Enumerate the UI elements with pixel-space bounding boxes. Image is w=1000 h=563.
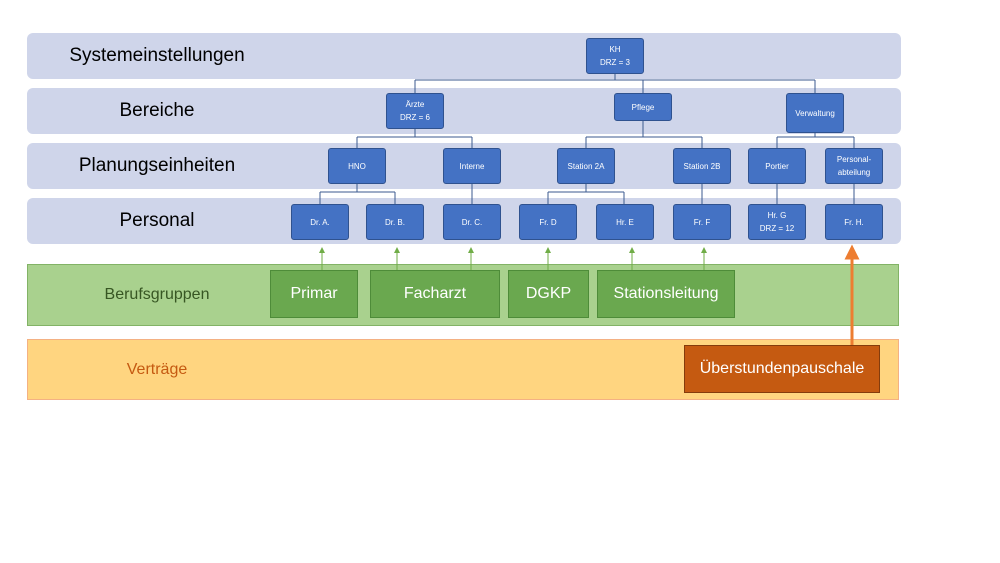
- node-personalabteilung-line2: abteilung: [837, 168, 871, 177]
- node-verwaltung-label: Verwaltung: [795, 108, 835, 118]
- node-frf: Fr. F: [673, 204, 731, 240]
- node-hre: Hr. E: [596, 204, 654, 240]
- node-station2b-label: Station 2B: [683, 161, 721, 171]
- label-berufsgruppen: Berufsgruppen: [104, 286, 210, 303]
- node-station2b: Station 2B: [673, 148, 731, 184]
- node-station2a-label: Station 2A: [567, 161, 605, 171]
- connector-station2a-staff: [547, 184, 625, 204]
- node-pflege: Pflege: [614, 93, 672, 121]
- node-pflege-label: Pflege: [631, 102, 655, 112]
- node-kh-line1: KH: [609, 45, 621, 54]
- node-kh-line2: DRZ = 3: [599, 58, 630, 67]
- node-hre-label: Hr. E: [616, 217, 634, 227]
- connector-aerzte-units: [356, 129, 473, 148]
- contract-ueberstundenpauschale: Überstundenpauschale: [684, 345, 880, 393]
- node-hno-label: HNO: [348, 161, 366, 171]
- node-drb: Dr. B.: [366, 204, 424, 240]
- group-stationsleitung: Stationsleitung: [597, 270, 735, 318]
- node-portier-label: Portier: [765, 161, 789, 171]
- node-drb-label: Dr. B.: [384, 217, 405, 227]
- connector-kh-areas: [414, 74, 816, 93]
- node-portier: Portier: [748, 148, 806, 184]
- label-personal: Personal: [119, 210, 195, 231]
- node-personalabteilung-line1: Personal-: [836, 155, 872, 164]
- node-hrg-line1: Hr. G: [767, 211, 787, 220]
- group-dgkp: DGKP: [508, 270, 589, 318]
- node-aerzte-line1: Ärzte: [405, 100, 425, 109]
- node-kh: KH DRZ = 3: [586, 38, 644, 74]
- connector-verwaltung-units: [776, 133, 855, 148]
- node-frf-label: Fr. F: [693, 217, 711, 227]
- node-interne: Interne: [443, 148, 501, 184]
- node-hrg-line2: DRZ = 12: [759, 224, 795, 233]
- node-personalabteilung: Personal- abteilung: [825, 148, 883, 184]
- node-dra-label: Dr. A.: [310, 217, 330, 227]
- group-primar: Primar: [270, 270, 358, 318]
- node-hno: HNO: [328, 148, 386, 184]
- node-aerzte-line2: DRZ = 6: [399, 113, 430, 122]
- band-bereiche: [27, 88, 901, 134]
- connector-pflege-units: [585, 121, 703, 148]
- label-systemeinstellungen: Systemeinstellungen: [69, 45, 245, 66]
- band-systemeinstellungen: [27, 33, 901, 79]
- group-facharzt: Facharzt: [370, 270, 500, 318]
- label-vertraege: Verträge: [126, 360, 188, 378]
- node-dra: Dr. A.: [291, 204, 349, 240]
- connector-hno-staff: [319, 184, 396, 204]
- node-drc: Dr. C.: [443, 204, 501, 240]
- label-planungseinheiten: Planungseinheiten: [78, 155, 236, 176]
- node-frd-label: Fr. D: [539, 217, 557, 227]
- node-frh: Fr. H.: [825, 204, 883, 240]
- node-station2a: Station 2A: [557, 148, 615, 184]
- node-drc-label: Dr. C.: [461, 217, 483, 227]
- node-hrg: Hr. G DRZ = 12: [748, 204, 806, 240]
- node-aerzte: Ärzte DRZ = 6: [386, 93, 444, 129]
- node-frd: Fr. D: [519, 204, 577, 240]
- node-interne-label: Interne: [459, 161, 485, 171]
- node-verwaltung: Verwaltung: [786, 93, 844, 133]
- node-frh-label: Fr. H.: [844, 217, 864, 227]
- label-bereiche: Bereiche: [119, 100, 195, 121]
